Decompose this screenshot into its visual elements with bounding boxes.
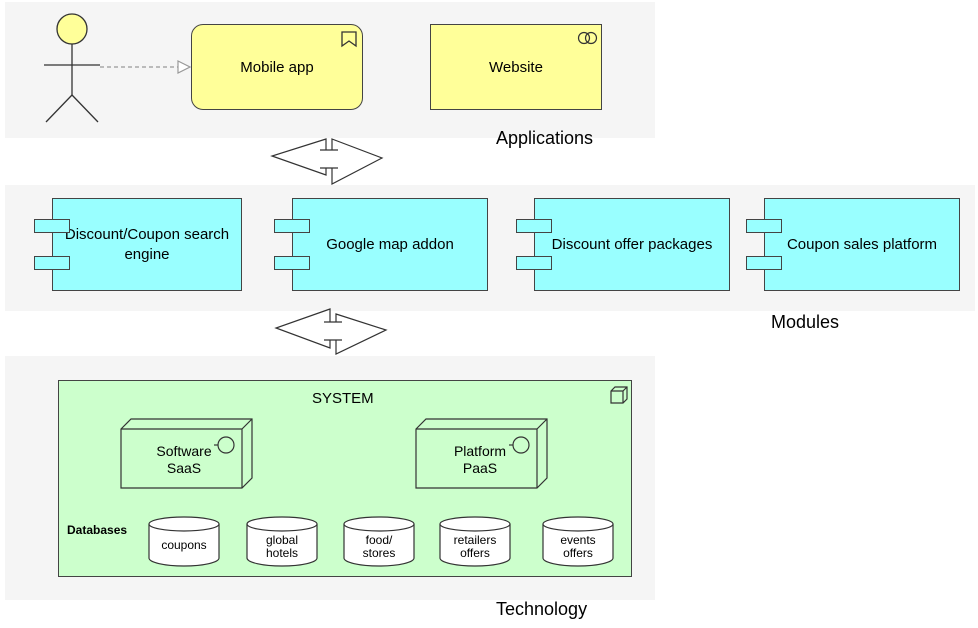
system-title: SYSTEM <box>312 390 374 407</box>
component-tab <box>746 219 782 233</box>
mobile-app-box[interactable]: Mobile app <box>191 24 363 110</box>
platform-paas-node[interactable] <box>415 418 550 490</box>
database-food-stores: food/ stores <box>362 532 396 560</box>
component-tab <box>746 256 782 270</box>
actor-icon <box>44 13 100 123</box>
database-cylinder <box>246 516 318 567</box>
module-google-map-addon-label: Google map addon <box>326 235 454 253</box>
database-events-offers: events offers <box>560 532 596 560</box>
databases-label: Databases <box>67 523 128 537</box>
module-discount-offer-packages[interactable]: Discount offer packages <box>534 198 730 291</box>
module-google-map-addon[interactable]: Google map addon <box>292 198 488 291</box>
app-module-double-arrow <box>270 138 384 185</box>
mobile-app-label: Mobile app <box>240 58 314 76</box>
software-saas-label: Software SaaS <box>156 442 212 477</box>
module-discount-offer-packages-label: Discount offer packages <box>551 235 713 253</box>
node-icon <box>610 386 628 404</box>
database-global-hotels: global hotels <box>265 532 299 560</box>
technology-layer-label: Technology <box>496 599 588 619</box>
component-tab <box>274 256 310 270</box>
website-label: Website <box>489 58 543 76</box>
database-retailers-offers: retailers offers <box>453 532 497 560</box>
service-icon <box>577 31 598 45</box>
component-tab <box>34 219 70 233</box>
database-coupons: coupons <box>161 538 207 553</box>
website-box[interactable]: Website <box>430 24 602 110</box>
component-tab <box>34 256 70 270</box>
database-cylinder <box>148 516 220 567</box>
module-tech-double-arrow <box>274 308 388 355</box>
software-saas-node[interactable] <box>120 418 255 490</box>
database-cylinder <box>343 516 415 567</box>
module-search-engine[interactable]: Discount/Coupon search engine <box>52 198 242 291</box>
actor-to-app-arrow <box>100 60 192 74</box>
modules-layer-label: Modules <box>771 312 840 332</box>
component-tab <box>516 219 552 233</box>
module-coupon-sales-platform[interactable]: Coupon sales platform <box>764 198 960 291</box>
database-cylinder <box>439 516 511 567</box>
module-search-engine-label: Discount/Coupon search engine <box>64 226 230 263</box>
component-tab <box>516 256 552 270</box>
bookmark-icon <box>341 31 357 48</box>
database-cylinder <box>542 516 614 567</box>
applications-layer-label: Applications <box>496 128 594 148</box>
module-coupon-sales-platform-label: Coupon sales platform <box>786 235 938 253</box>
component-tab <box>274 219 310 233</box>
platform-paas-label: Platform PaaS <box>453 442 507 477</box>
